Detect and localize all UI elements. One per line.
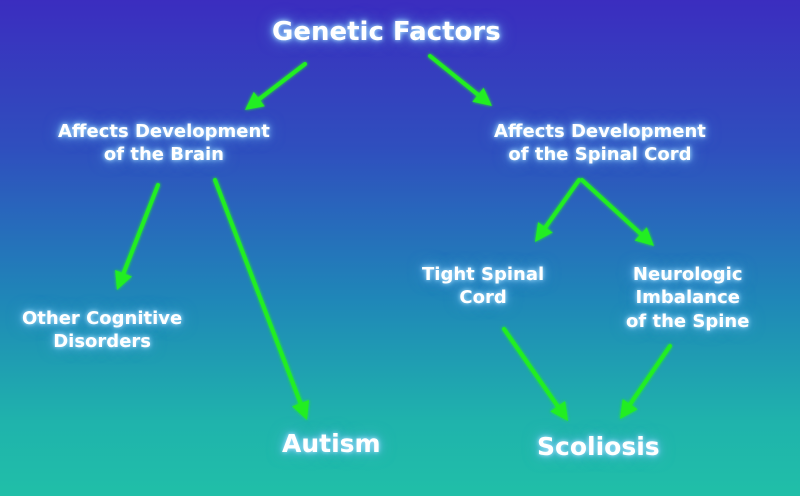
node-spinal-cord-development: Affects Development of the Spinal Cord [494,120,706,167]
arrow-shaft [428,54,482,98]
arrow-shaft [502,327,561,410]
arrow-genetic-to-spinal-cord [428,54,492,106]
node-genetic-factors-line-1: Genetic Factors [272,17,501,47]
arrow-head [634,227,654,246]
node-brain-development-line-2: of the Brain [103,144,224,166]
node-neurologic-imbalance-line-1: Neurologic [632,264,743,285]
node-spinal-cord-development-line-2: of the Spinal Cord [508,144,692,166]
node-neurologic-imbalance-line-3: of the Spine [626,310,750,332]
arrow-neuro-imbalance-to-scoliosis [620,344,672,419]
node-tight-spinal-cord: Tight Spinal Cord [422,263,544,310]
arrow-head [292,399,309,420]
arrow-head [550,401,568,421]
node-autism: Autism [282,428,381,461]
node-spinal-cord-development-line-1: Affects Development [494,121,706,142]
node-neurologic-imbalance-line-2: Imbalance [635,287,740,309]
arrow-shaft [120,183,160,278]
node-other-cognitive-disorders-line-2: Disorders [53,331,151,353]
node-brain-development-line-1: Affects Development [58,121,270,142]
node-other-cognitive-disorders: Other Cognitive Disorders [22,307,182,354]
arrow-head [620,399,638,419]
node-neurologic-imbalance: Neurologic Imbalance of the Spine [626,263,749,333]
arrow-genetic-to-brain [245,62,307,110]
arrow-brain-to-autism [213,178,309,420]
node-scoliosis-line-1: Scoliosis [537,432,660,461]
arrow-spinal-cord-to-tight-cord [535,178,581,242]
node-brain-development: Affects Development of the Brain [58,120,270,167]
arrow-shaft [627,344,672,408]
arrow-head [535,222,553,242]
node-scoliosis: Scoliosis [537,431,660,464]
arrow-head [472,87,492,106]
arrow-tight-cord-to-scoliosis [502,327,568,421]
arrow-head [245,91,265,110]
node-other-cognitive-disorders-line-1: Other Cognitive [22,308,183,329]
node-genetic-factors: Genetic Factors [272,16,501,50]
arrow-head [115,269,132,290]
arrow-shaft [542,178,581,231]
arrow-shaft [213,178,304,408]
arrow-shaft [580,178,645,238]
node-tight-spinal-cord-line-1: Tight Spinal [422,264,545,285]
arrow-brain-to-other-cognitive [115,183,160,290]
arrow-spinal-cord-to-neuro-imbalance [580,178,654,246]
node-autism-line-1: Autism [282,429,381,458]
arrow-shaft [255,62,307,103]
node-tight-spinal-cord-line-2: Cord [459,287,507,309]
